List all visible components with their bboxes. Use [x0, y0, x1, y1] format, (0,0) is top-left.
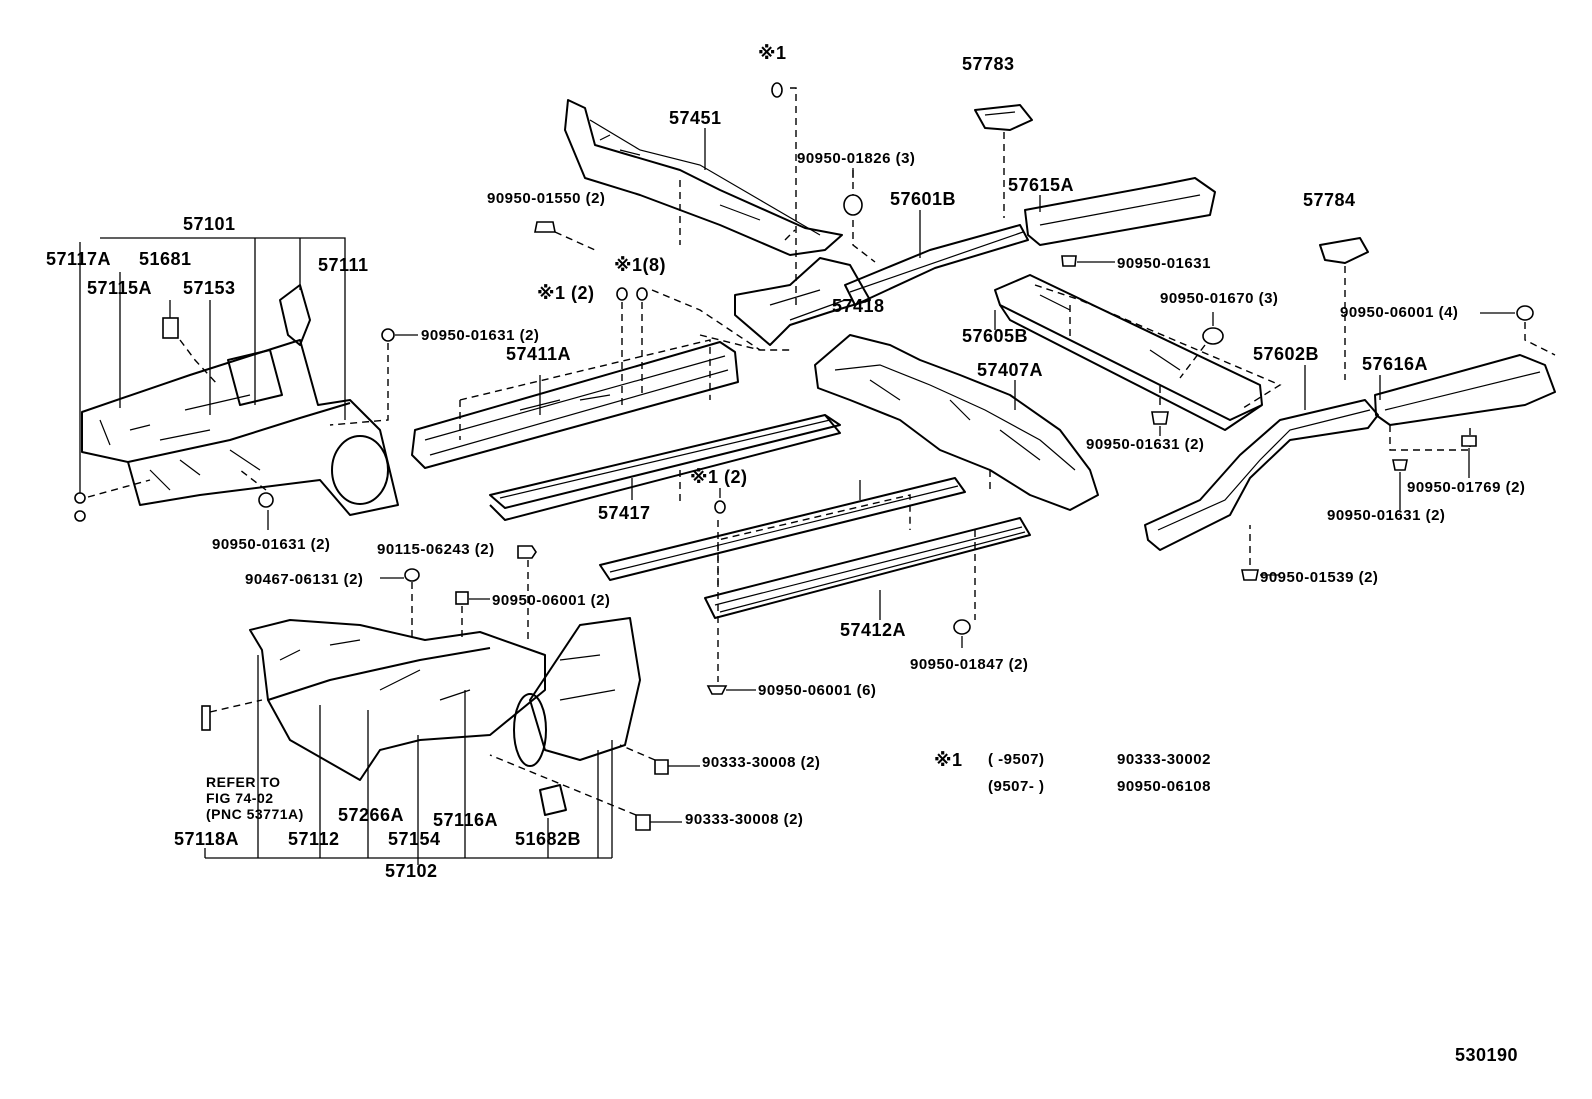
pad-90950-06001-6	[706, 685, 728, 695]
clip-90333-30008-b	[635, 814, 651, 831]
label-90950-06001-6: 90950-06001 (6)	[758, 682, 877, 699]
part-57407A	[814, 334, 1099, 511]
label-57112: 57112	[288, 829, 340, 849]
grommet-star1-2a	[616, 287, 628, 301]
part-57418	[734, 257, 871, 346]
pad-90950-06001-4	[1516, 305, 1534, 321]
label-57605B: 57605B	[962, 326, 1029, 346]
label-57411A: 57411A	[506, 344, 572, 364]
label-57616A: 57616A	[1362, 354, 1429, 374]
label-57407A: 57407A	[977, 360, 1044, 380]
label-90950-01550: 90950-01550 (2)	[487, 190, 606, 207]
pad-90950-06001-2	[455, 591, 469, 605]
clip-90950-01631-r	[1061, 255, 1077, 267]
label-57102: 57102	[385, 861, 438, 881]
label-90950-01631-b: 90950-01631 (2)	[212, 536, 331, 553]
label-57111: 57111	[318, 255, 369, 275]
part-57602B	[1144, 399, 1379, 551]
bolt-57118a	[201, 705, 211, 731]
label-90333-30008-a: 90333-30008 (2)	[702, 754, 821, 771]
nut-90950-01631-a	[381, 328, 395, 342]
label-57417: 57417	[598, 503, 651, 523]
label-51681: 51681	[139, 249, 192, 269]
label-57451: 57451	[669, 108, 722, 128]
clip-90950-01550	[534, 221, 556, 233]
part-57417	[489, 414, 841, 521]
clip-51681	[162, 317, 179, 339]
label-star1-8: ※1(8)	[614, 255, 667, 275]
plug-90950-01769	[1461, 435, 1477, 447]
label-57115A: 57115A	[87, 278, 153, 298]
part-57101-assembly	[81, 284, 399, 516]
label-57601B: 57601B	[890, 189, 957, 209]
footnote-row2-part: 90950-06108	[1117, 778, 1211, 795]
footnote-row1-part: 90333-30002	[1117, 751, 1211, 768]
label-57154: 57154	[388, 829, 441, 849]
part-57601B	[844, 224, 1029, 306]
part-57615A	[1024, 177, 1216, 246]
label-90467-06131: 90467-06131 (2)	[245, 571, 364, 588]
grommet-star1-top	[771, 82, 783, 98]
grommet-star1-8	[636, 287, 648, 301]
grommet-star1-2b	[714, 500, 726, 514]
label-90333-30008-b: 90333-30008 (2)	[685, 811, 804, 828]
plug-90950-01847	[953, 619, 971, 635]
nut-90950-01670	[1202, 327, 1224, 345]
nut-90950-01631-b	[258, 492, 274, 508]
label-90950-01826: 90950-01826 (3)	[797, 150, 916, 167]
plug-90950-01826	[843, 194, 863, 216]
figure-number: 530190	[1455, 1045, 1519, 1065]
bolt-57117a	[74, 492, 86, 504]
clip-90950-01631-c	[1151, 411, 1169, 425]
part-57102-assembly	[249, 617, 641, 816]
label-90950-01670: 90950-01670 (3)	[1160, 290, 1279, 307]
part-57605B	[994, 274, 1263, 431]
part-57784	[1319, 237, 1369, 264]
label-90950-01539: 90950-01539 (2)	[1260, 569, 1379, 586]
label-57418: 57418	[832, 296, 885, 316]
part-57783	[974, 104, 1033, 131]
part-57616A	[1374, 354, 1556, 426]
refer-line-2: FIG 74-02	[206, 790, 274, 806]
label-57783: 57783	[962, 54, 1015, 74]
label-star1-top: ※1	[758, 43, 787, 63]
label-star1-2a: ※1 (2)	[537, 283, 595, 303]
clip-90333-30008-a	[654, 759, 669, 775]
refer-line-1: REFER TO	[206, 774, 281, 790]
clip-90950-01539	[1241, 569, 1259, 581]
label-51682B: 51682B	[515, 829, 582, 849]
label-90950-01631-r: 90950-01631	[1117, 255, 1211, 272]
refer-line-3: (PNC 53771A)	[206, 806, 304, 822]
part-57412A	[599, 477, 1031, 619]
label-90950-06001-2: 90950-06001 (2)	[492, 592, 611, 609]
label-90950-01631-a: 90950-01631 (2)	[421, 327, 540, 344]
footnote-row2-range: (9507- )	[988, 778, 1045, 795]
label-90950-01847: 90950-01847 (2)	[910, 656, 1029, 673]
part-57451	[564, 99, 843, 256]
label-57602B: 57602B	[1253, 344, 1320, 364]
bolt-90115-06243	[517, 545, 537, 559]
label-90115-06243: 90115-06243 (2)	[377, 541, 495, 558]
label-57412A: 57412A	[840, 620, 907, 640]
label-90950-01631-d: 90950-01631 (2)	[1327, 507, 1446, 524]
footnote-row1-range: ( -9507)	[988, 751, 1045, 768]
part-51682B-shape	[539, 784, 567, 816]
label-star1-2b: ※1 (2)	[690, 467, 748, 487]
label-57101: 57101	[183, 214, 236, 234]
footnote-mark: ※1	[934, 750, 963, 770]
label-57266A: 57266A	[338, 805, 405, 825]
label-57118A: 57118A	[174, 829, 240, 849]
label-90950-01631-c: 90950-01631 (2)	[1086, 436, 1205, 453]
label-57784: 57784	[1303, 190, 1356, 210]
label-90950-01769: 90950-01769 (2)	[1407, 479, 1526, 496]
clip-90950-01631-d	[1392, 459, 1408, 471]
clip-90467-06131	[404, 568, 420, 582]
label-57117A: 57117A	[46, 249, 112, 269]
part-57411A	[411, 341, 739, 469]
label-90950-06001-4: 90950-06001 (4)	[1340, 304, 1459, 321]
label-57615A: 57615A	[1008, 175, 1075, 195]
label-57116A: 57116A	[433, 810, 499, 830]
label-57153: 57153	[183, 278, 236, 298]
